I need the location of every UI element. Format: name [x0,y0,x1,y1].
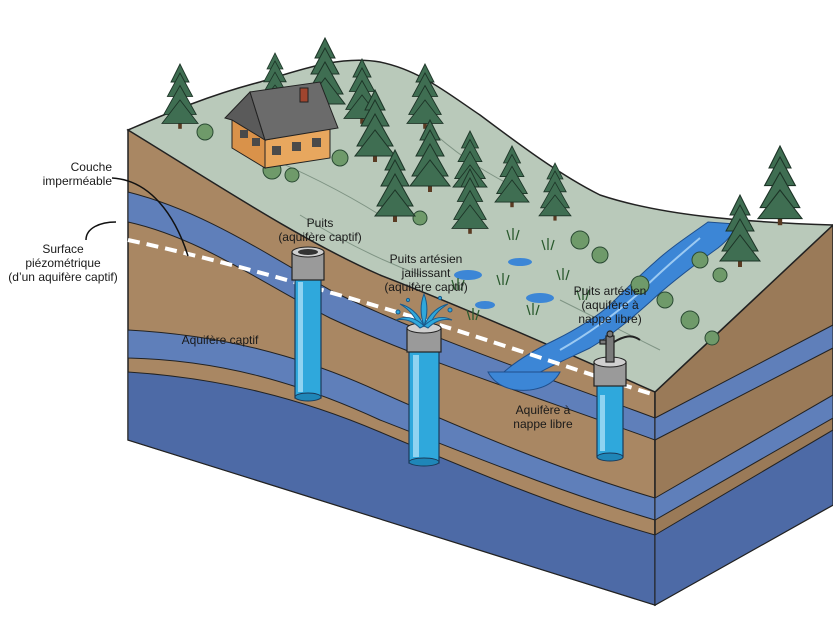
well-icon-unconfined [593,356,627,462]
well-icon-artesian [406,322,442,467]
label-line: jaillissant [401,266,451,280]
impermeable-layer-pointer [111,177,189,257]
conifer-tree-icon [161,62,199,129]
hill-shading [299,214,421,276]
pond [526,293,554,303]
trees [161,36,804,267]
conifer-tree-icon [353,88,397,162]
label-line: (aquifère à [581,298,639,312]
label-line: Couche [70,160,112,174]
piezometric-surface-pointer [85,221,117,241]
pond [475,301,495,309]
conifer-tree-icon [373,148,417,222]
label-line: (aquifère captif) [384,280,468,294]
well-icon-confined [291,246,325,402]
label-unconfined-aquifer: Aquifère à nappe libre [498,403,588,431]
conifer-tree-icon [451,167,489,234]
right-face [654,223,833,607]
label-confined-aquifer: Aquifère captif [165,333,275,347]
label-line: nappe libre) [578,312,642,326]
label-line: Aquifère captif [181,333,259,347]
house-icon [224,81,339,169]
bottom-aquifer-layer [127,371,656,606]
right-upper-blue-band [654,324,833,441]
conifer-tree-icon [408,118,452,192]
label-well-artesian-flowing: Puits artésien jaillissant (aquifère cap… [370,252,482,294]
label-well-artesian-unconfined: Puits artésien (aquifère à nappe libre) [560,284,660,326]
label-line: (aquifère captif) [278,230,362,244]
right-bottom-blue-layer [654,429,833,606]
label-piezometric-surface: Surface piézométrique (d’un aquifère cap… [0,242,126,284]
conifer-tree-icon [756,144,804,226]
label-line: imperméable [42,174,112,188]
label-line: Aquifère à [515,403,571,417]
label-line: nappe libre [513,417,573,431]
label-line: Puits [306,216,334,230]
conifer-tree-icon [494,145,530,208]
conifer-tree-icon [406,62,444,129]
pond [454,270,482,280]
label-well-confined: Puits (aquifère captif) [268,216,372,244]
conifer-tree-icon [718,193,762,267]
label-line: piézométrique [25,256,101,270]
label-impermeable-layer: Couche imperméable [20,160,112,188]
label-line: Puits artésien [389,252,463,266]
marsh-grass [451,228,590,321]
label-line: Puits artésien [573,284,647,298]
pond [508,258,532,266]
conifer-tree-icon [538,162,572,221]
hand-pump-icon [599,330,641,363]
label-line: Surface [42,242,84,256]
water-fountain-icon [395,292,453,329]
label-line: (d’un aquifère captif) [8,270,118,284]
right-mid-blue-band [654,394,833,521]
river-channel-front [487,371,561,391]
